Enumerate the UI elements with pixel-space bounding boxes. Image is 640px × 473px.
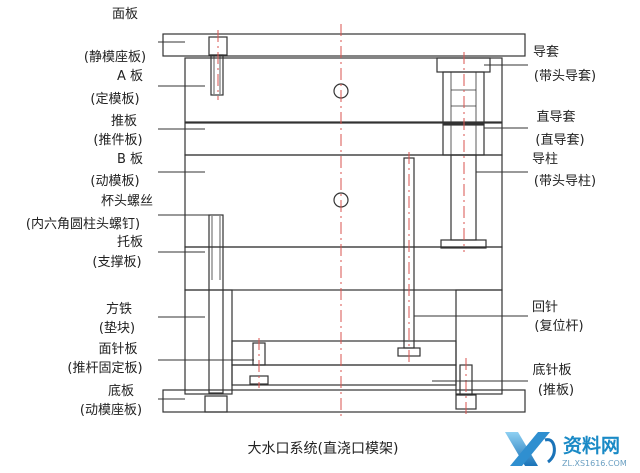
label-spacer-block: 方铁 — [106, 301, 132, 317]
right-labels: 导套 (带头导套) 直导套 (直导套) 导柱 (带头导柱) 回针 (复位杆) 底… — [532, 44, 596, 398]
diagram-caption: 大水口系统(直浇口模架) — [248, 440, 399, 457]
label-stripper-plate-alt: (推件板) — [93, 133, 142, 148]
label-return-pin: 回针 — [532, 300, 558, 315]
centerlines — [217, 24, 467, 418]
label-support-plate-alt: (支撑板) — [92, 255, 141, 270]
label-b-plate: B 板 — [117, 152, 143, 167]
spacer-block-right — [455, 289, 503, 395]
bottom-clamp-plate — [162, 389, 526, 413]
label-a-plate-alt: (定模板) — [90, 92, 139, 107]
label-top-clamp-plate: 面板 — [112, 7, 138, 22]
mold-assembly — [162, 33, 526, 413]
leader-lines — [158, 41, 528, 400]
label-guide-bushing: 导套 — [533, 44, 559, 60]
label-bottom-clamp-alt: (动模座板) — [80, 403, 142, 418]
label-ejector-retainer: 面针板 — [98, 342, 137, 357]
watermark-url: ZL.XS1616.COM — [562, 459, 627, 468]
top-clamp-plate — [162, 33, 526, 57]
top-socket-screw — [208, 36, 228, 96]
watermark-text: 资料网 — [563, 434, 620, 457]
label-ejector-retainer-alt: (推杆固定板) — [67, 361, 142, 376]
ejector-retainer-plate — [231, 340, 457, 366]
label-ejector-plate: 底针板 — [532, 362, 571, 378]
label-socket-screw-alt: (内六角圆柱头螺钉) — [26, 216, 140, 232]
label-b-plate-alt: (动模板) — [90, 174, 139, 189]
label-support-plate: 托板 — [117, 235, 143, 250]
ejector-plate — [231, 364, 457, 386]
a-plate — [184, 57, 503, 123]
label-guide-pin-alt: (带头导柱) — [534, 174, 596, 189]
stripper-plate — [184, 122, 503, 156]
label-spacer-block-alt: (垫块) — [99, 320, 135, 336]
label-top-clamp-plate-alt: (静模座板) — [84, 50, 146, 65]
b-plate — [184, 154, 503, 248]
left-labels: 面板 (静模座板) A 板 (定模板) 推板 (推件板) B 板 (动模板) 杯… — [26, 7, 153, 418]
label-guide-bushing-alt: (带头导套) — [534, 68, 596, 84]
label-stripper-plate: 推板 — [111, 114, 137, 129]
label-ejector-plate-alt: (推板) — [538, 383, 574, 398]
long-socket-screw — [204, 214, 228, 413]
label-socket-screw: 杯头螺丝 — [101, 194, 153, 209]
xs-logo-icon — [505, 432, 556, 466]
label-guide-pin: 导柱 — [532, 152, 558, 167]
label-straight-bushing-alt: (直导套) — [535, 132, 584, 148]
label-return-pin-alt: (复位杆) — [534, 319, 583, 334]
label-straight-bushing: 直导套 — [536, 109, 575, 125]
label-bottom-clamp: 底板 — [108, 383, 134, 399]
support-plate — [184, 246, 503, 291]
label-a-plate: A 板 — [117, 69, 143, 84]
watermark-logo: 资料网 ZL.XS1616.COM — [505, 432, 627, 468]
